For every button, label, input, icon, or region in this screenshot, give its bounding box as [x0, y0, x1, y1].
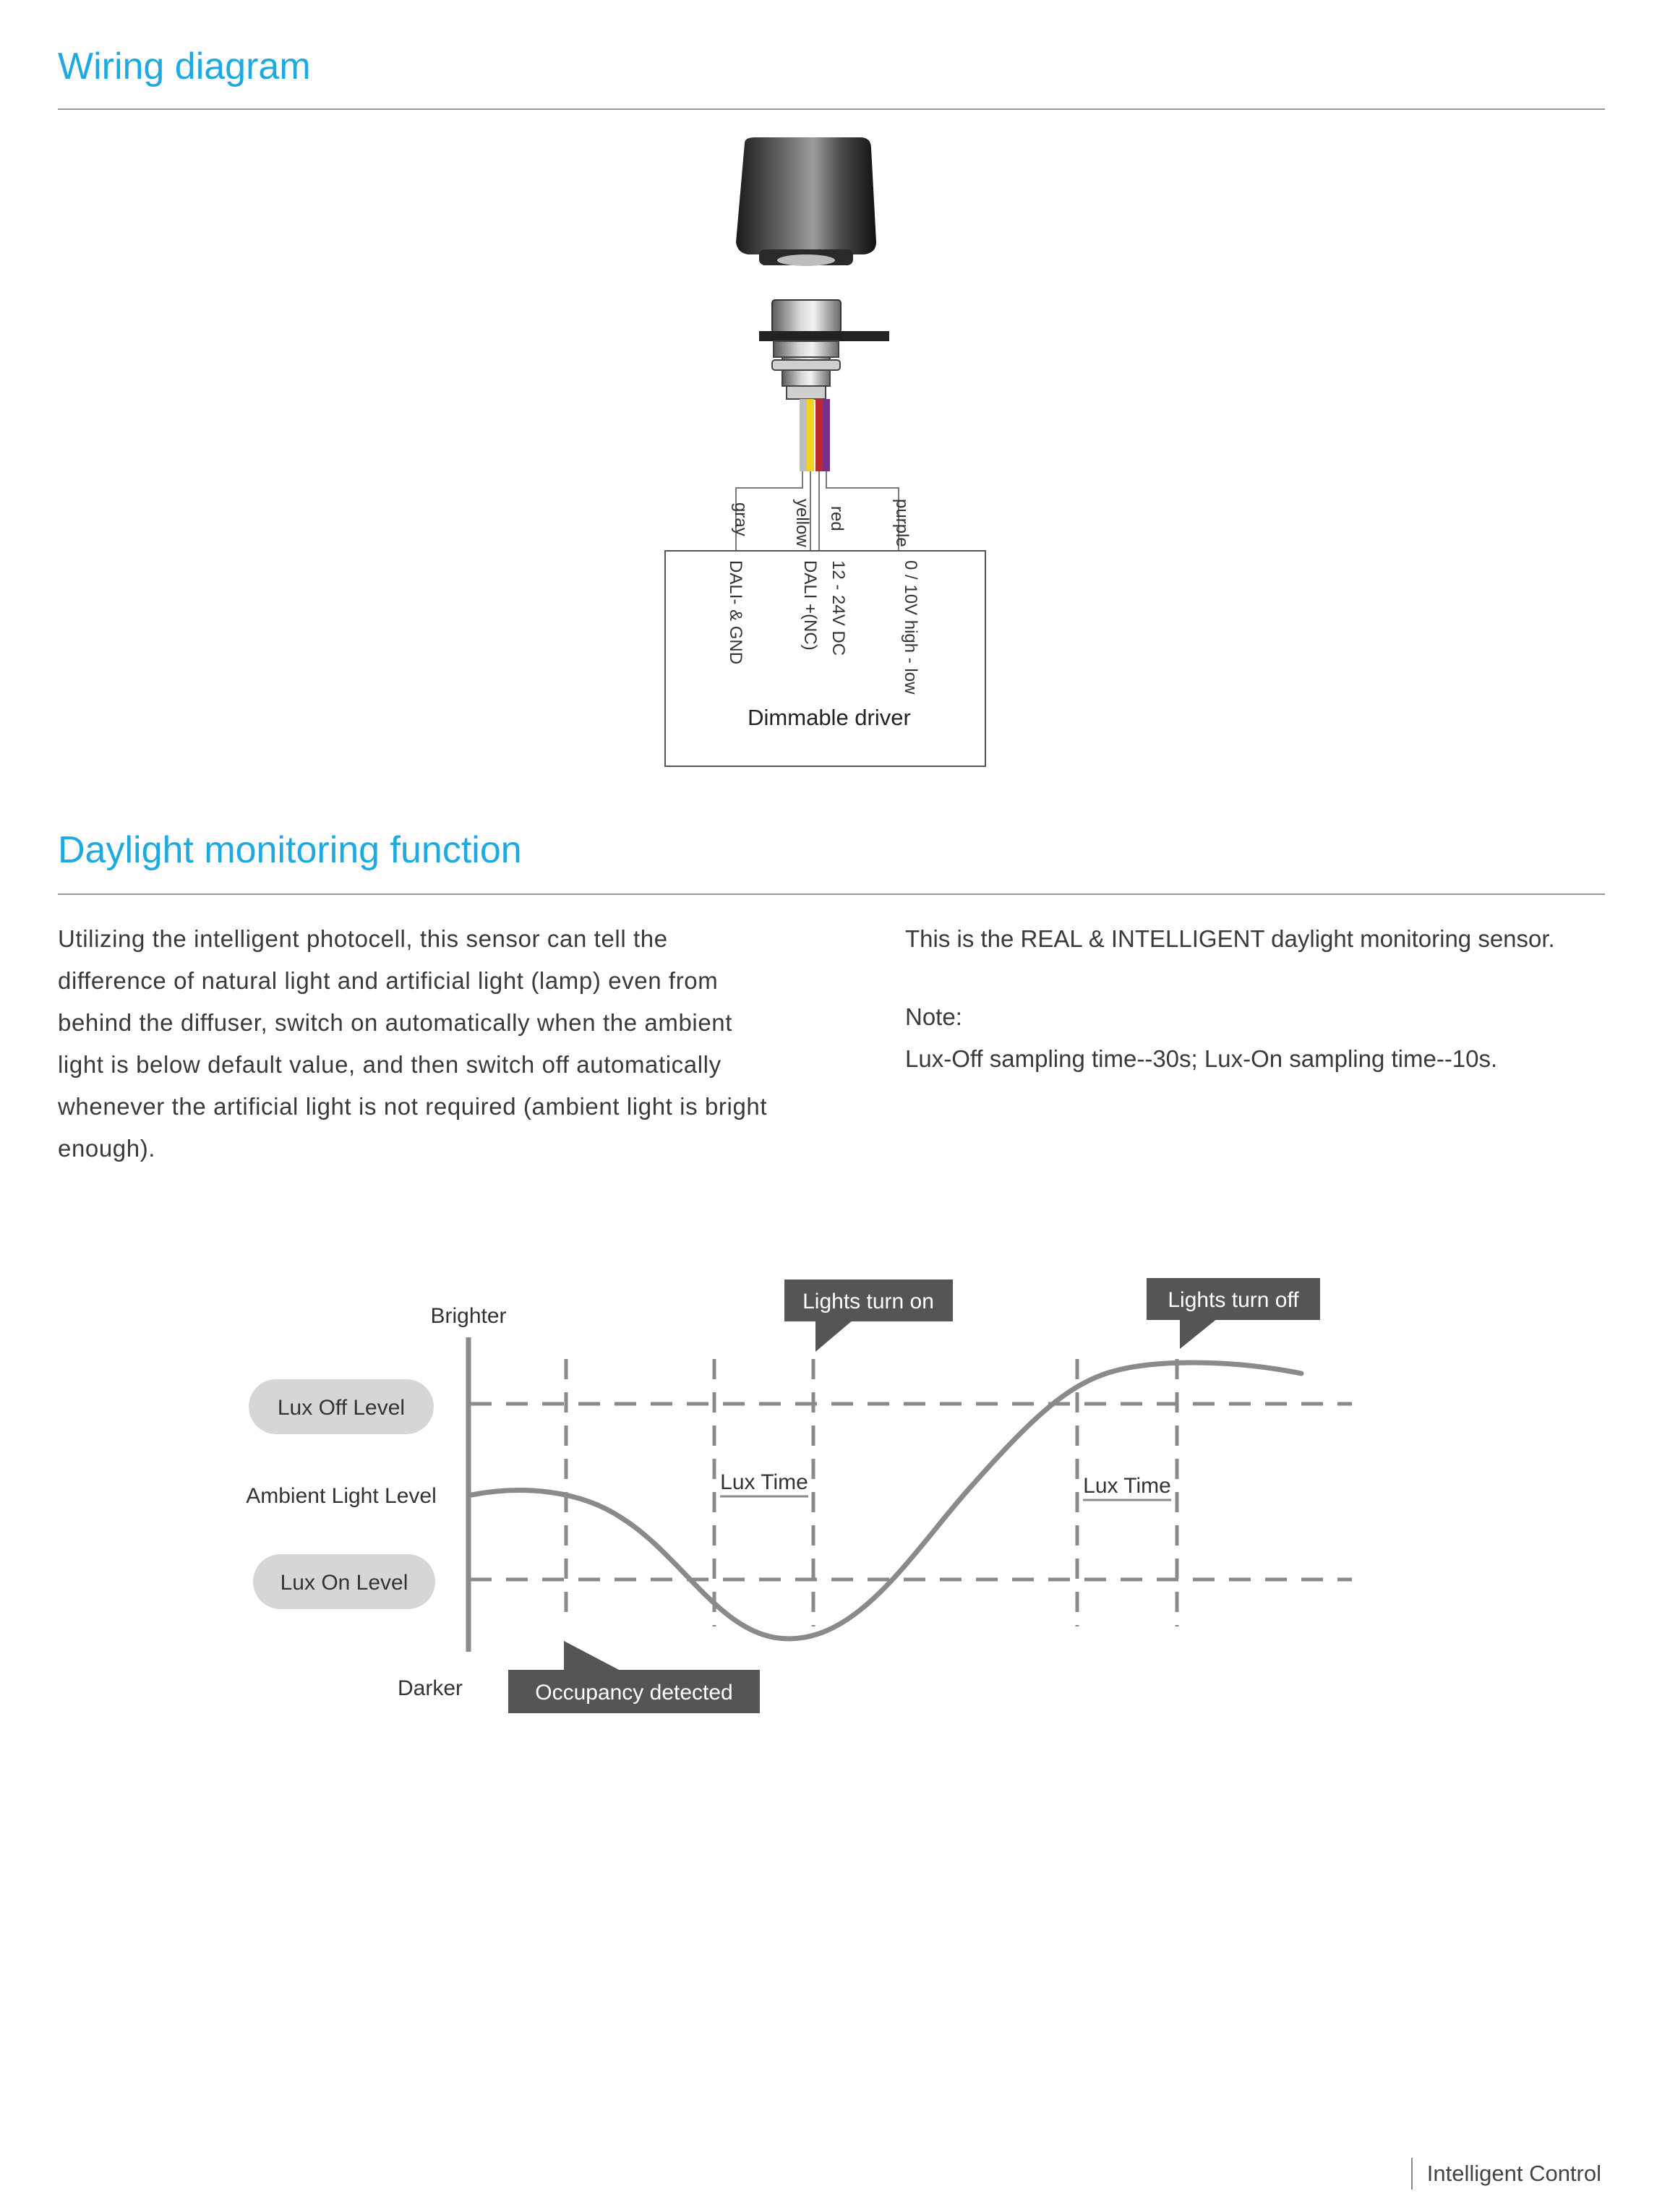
description-paragraph: Utilizing the intelligent photocell, thi…	[58, 925, 768, 1162]
darker-label: Darker	[398, 1676, 463, 1700]
terminal-12-24v: 12 - 24V DC	[828, 560, 848, 656]
wire-label-red: red	[827, 506, 847, 531]
wiring-diagram-title: Wiring diagram	[58, 46, 311, 87]
ambient-light-level-label: Ambient Light Level	[246, 1484, 437, 1508]
lux-on-level-pill	[253, 1554, 435, 1609]
brighter-label: Brighter	[430, 1304, 506, 1328]
title-divider	[58, 108, 1605, 110]
lights-on-callout: Lights turn on	[784, 1279, 953, 1352]
daylight-graph-svg: Brighter Darker Lux Time Lux Time Lux Of…	[246, 1278, 1352, 1713]
terminal-dali-gnd: DALI- & GND	[726, 560, 745, 664]
daylight-graph: Brighter Darker Lux Time Lux Time Lux Of…	[217, 1251, 1374, 1731]
wire-label-yellow: yellow	[792, 499, 812, 547]
lux-off-level-label: Lux Off Level	[278, 1396, 405, 1420]
footer-brand: Intelligent Control	[1410, 2158, 1601, 2190]
lux-time-label-2: Lux Time	[1083, 1474, 1171, 1498]
lux-time-label-1: Lux Time	[720, 1470, 808, 1494]
daylight-monitoring-title: Daylight monitoring function	[58, 829, 522, 871]
ambient-light-curve	[468, 1360, 1304, 1642]
note-text: Lux-Off sampling time--30s; Lux-On sampl…	[905, 1045, 1498, 1072]
wiring-diagram-svg: gray yellow red purple DALI- & GND DALI …	[664, 137, 986, 767]
wiring-diagram: gray yellow red purple DALI- & GND DALI …	[651, 130, 1027, 781]
terminal-0-10v: 0 / 10V high - low	[901, 560, 920, 695]
intro-text: This is the REAL & INTELLIGENT daylight …	[905, 925, 1555, 952]
note-block: This is the REAL & INTELLIGENT daylight …	[905, 918, 1599, 1080]
lights-off-callout: Lights turn off	[1147, 1278, 1320, 1349]
wire-label-purple: purple	[892, 499, 912, 547]
sensor-mount-icon	[759, 299, 889, 400]
wire-leads	[735, 471, 899, 551]
driver-box	[664, 550, 986, 767]
terminal-dali-plus: DALI +(NC)	[800, 560, 820, 651]
lights-on-label: Lights turn on	[802, 1290, 934, 1313]
wire-bundle	[800, 399, 830, 471]
occupancy-label: Occupancy detected	[535, 1681, 733, 1705]
lux-on-level-label: Lux On Level	[281, 1571, 408, 1595]
section-divider	[58, 893, 1605, 895]
note-label: Note:	[905, 1003, 962, 1030]
wire-label-gray: gray	[731, 502, 750, 536]
driver-label: Dimmable driver	[748, 705, 911, 730]
lights-off-label: Lights turn off	[1168, 1288, 1299, 1312]
occupancy-callout: Occupancy detected	[508, 1641, 760, 1713]
lux-off-level-pill	[249, 1379, 434, 1434]
sensor-cap-icon	[736, 137, 876, 266]
